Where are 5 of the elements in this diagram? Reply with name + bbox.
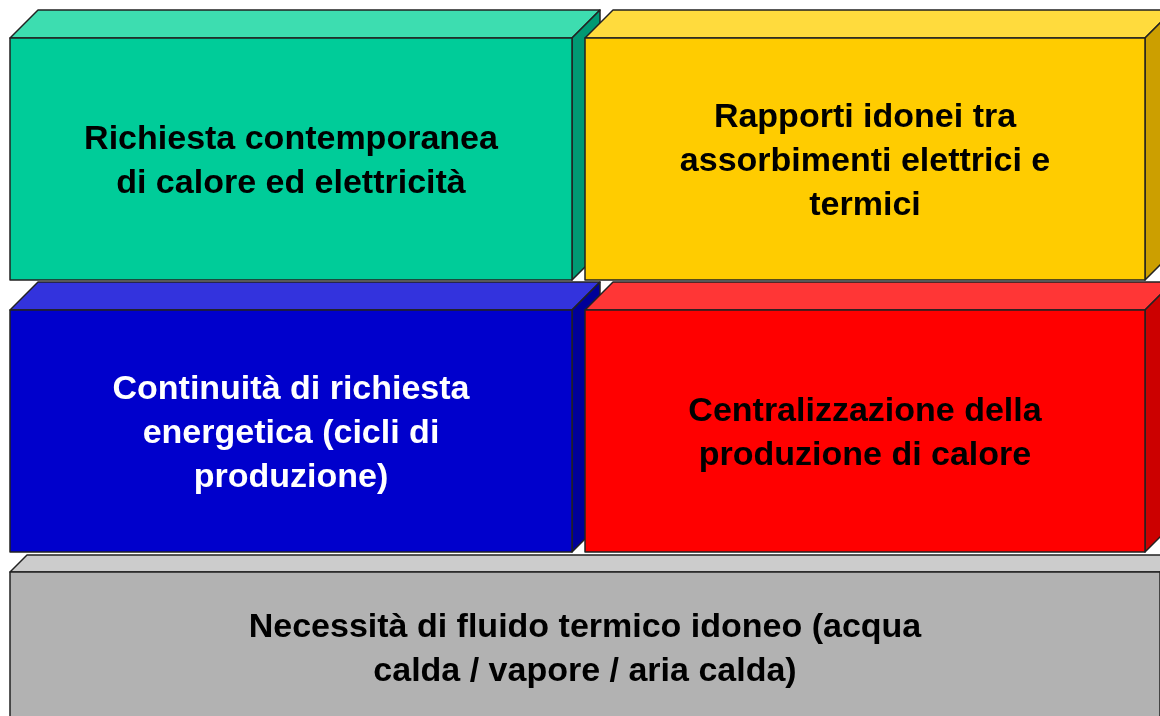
block-label: Rapporti idonei tra assorbimenti elettrici e termici: [678, 94, 1052, 225]
block-label: Centralizzazione della produzione di calore: [687, 388, 1043, 474]
block-label: Richiesta contemporanea di calore ed elettricità: [83, 116, 499, 202]
block-label: Necessità di fluido termico idoneo (acqua calda / vapore / aria calda): [247, 604, 923, 690]
block-label: Continuità di richiesta energetica (cicli di produzione): [111, 366, 471, 497]
